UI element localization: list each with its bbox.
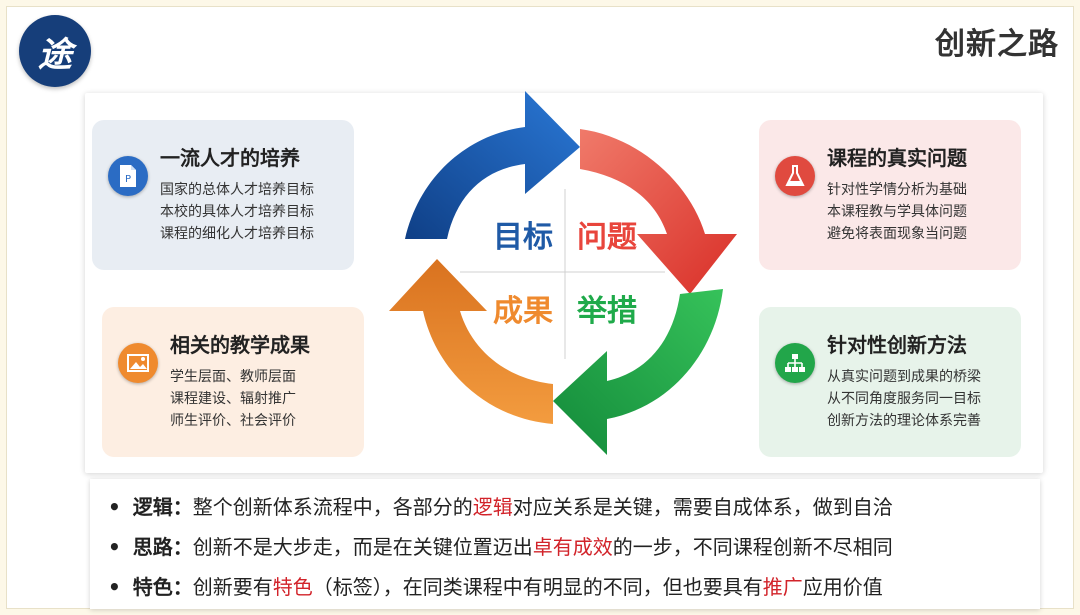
card-line: 针对性学情分析为基础 — [827, 179, 1007, 201]
card-line: 课程的细化人才培养目标 — [160, 223, 340, 245]
card-line: 从不同角度服务同一目标 — [827, 388, 1007, 410]
flask-icon — [775, 156, 815, 196]
document-p-icon: P — [108, 156, 148, 196]
card-teaching-results: 相关的教学成果 学生层面、教师层面 课程建设、辐射推广 师生评价、社会评价 — [102, 307, 364, 457]
card-title: 相关的教学成果 — [170, 329, 350, 358]
card-line: 国家的总体人才培养目标 — [160, 179, 340, 201]
quadrant-label-problem: 问题 — [577, 220, 637, 255]
bullet-label: 逻辑： — [133, 495, 193, 519]
quadrant-label-result: 成果 — [493, 294, 553, 329]
bullet-dot: • — [108, 495, 121, 519]
card-talent-cultivation: P 一流人才的培养 国家的总体人才培养目标 本校的具体人才培养目标 课程的细化人… — [92, 120, 354, 270]
bullet-highlight: 卓有成效 — [533, 535, 613, 559]
org-chart-icon — [775, 343, 815, 383]
bullet-dot: • — [108, 575, 121, 599]
logo-badge: 途 — [19, 15, 91, 87]
card-line: 学生层面、教师层面 — [170, 366, 350, 388]
bullet-feature: • 特色：创新要有特色（标签），在同类课程中有明显的不同，但也要具有推广应用价值 — [108, 571, 883, 600]
bullet-text: 整个创新体系流程中，各部分的 — [193, 495, 473, 519]
svg-text:P: P — [125, 174, 131, 185]
bullet-text: 对应关系是关键，需要自成体系，做到自洽 — [513, 495, 893, 519]
image-icon — [118, 343, 158, 383]
card-title: 课程的真实问题 — [827, 142, 1007, 171]
bullet-text: （标签），在同类课程中有明显的不同，但也要具有 — [313, 575, 763, 599]
bullet-dot: • — [108, 535, 121, 559]
card-line: 本校的具体人才培养目标 — [160, 201, 340, 223]
card-line: 避免将表面现象当问题 — [827, 223, 1007, 245]
bullet-highlight: 逻辑 — [473, 495, 513, 519]
slide: 途 创新之路 P 一流人才的培养 国家的总体人才培养目标 本校的具体人才培养目标… — [6, 6, 1074, 609]
cycle-diagram: 目标 问题 成果 举措 — [375, 89, 755, 467]
cycle-arrow-orange — [389, 259, 553, 424]
card-line: 师生评价、社会评价 — [170, 410, 350, 432]
bullet-logic: • 逻辑：整个创新体系流程中，各部分的逻辑对应关系是关键，需要自成体系，做到自洽 — [108, 491, 893, 520]
bullet-label: 特色： — [133, 575, 193, 599]
logo-text: 途 — [38, 27, 72, 76]
bullet-label: 思路： — [133, 535, 193, 559]
card-title: 针对性创新方法 — [827, 329, 1007, 358]
page-title: 创新之路 — [935, 19, 1059, 63]
card-title: 一流人才的培养 — [160, 142, 340, 171]
quadrant-label-goal: 目标 — [493, 220, 553, 255]
cycle-arrow-red — [580, 129, 737, 294]
bullet-text: 创新要有 — [193, 575, 273, 599]
bullet-text: 的一步，不同课程创新不尽相同 — [613, 535, 893, 559]
cycle-arrow-blue — [405, 91, 580, 239]
card-real-problems: 课程的真实问题 针对性学情分析为基础 本课程教与学具体问题 避免将表面现象当问题 — [759, 120, 1021, 270]
bullet-text: 应用价值 — [803, 575, 883, 599]
card-line: 从真实问题到成果的桥梁 — [827, 366, 1007, 388]
card-line: 课程建设、辐射推广 — [170, 388, 350, 410]
card-line: 创新方法的理论体系完善 — [827, 410, 1007, 432]
summary-box: •逻辑：整个创新体系流程中，各部分的逻辑对应关系是关键，需要自成体系，做到自洽 … — [90, 479, 1040, 609]
card-innovation-methods: 针对性创新方法 从真实问题到成果的桥梁 从不同角度服务同一目标 创新方法的理论体… — [759, 307, 1021, 457]
quadrant-label-measure: 举措 — [576, 294, 637, 329]
bullet-approach: • 思路：创新不是大步走，而是在关键位置迈出卓有成效的一步，不同课程创新不尽相同 — [108, 531, 893, 560]
bullet-text: 创新不是大步走，而是在关键位置迈出 — [193, 535, 533, 559]
card-line: 本课程教与学具体问题 — [827, 201, 1007, 223]
bullet-highlight: 推广 — [763, 575, 803, 599]
bullet-highlight: 特色 — [273, 575, 313, 599]
